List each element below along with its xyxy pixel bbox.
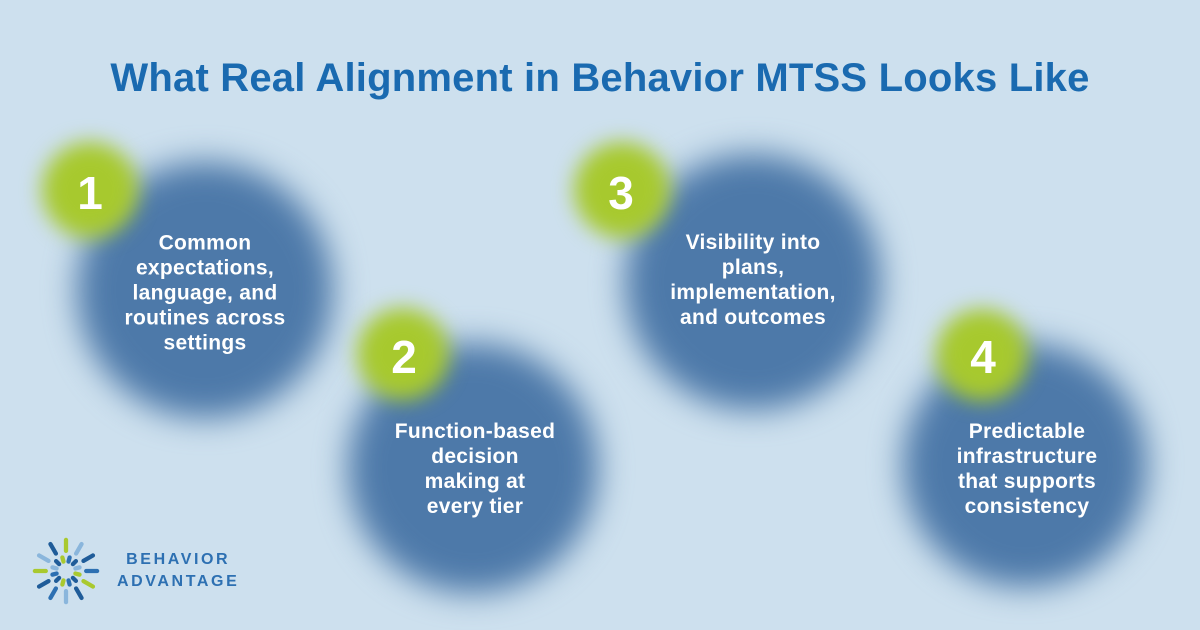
bubble-text-2: Function-based decision making at every …: [394, 420, 556, 518]
number-badge-4: [936, 309, 1028, 401]
number-badge-1: [42, 142, 138, 238]
logo-line2: ADVANTAGE: [117, 573, 240, 590]
bubble-circle-4: [903, 343, 1147, 587]
behavior-advantage-logo: BEHAVIOR ADVANTAGE: [28, 533, 239, 609]
page-title: What Real Alignment in Behavior MTSS Loo…: [110, 56, 1090, 100]
number-badge-2: [357, 308, 449, 400]
starburst-icon: [32, 537, 100, 605]
badge-number-3: 3: [608, 167, 634, 219]
logo-wordmark: BEHAVIOR ADVANTAGE: [117, 549, 239, 594]
bubble-text-3: Visibility into plans, implementation, a…: [670, 231, 836, 329]
bubble-text-1: Common expectations, language, and routi…: [124, 231, 286, 355]
number-badge-3: [574, 142, 670, 238]
badge-number-2: 2: [391, 331, 417, 383]
badge-number-4: 4: [970, 331, 996, 383]
badge-number-1: 1: [77, 167, 103, 219]
logo-line1: BEHAVIOR: [126, 550, 231, 568]
bubble-text-4: Predictable infrastructure that supports…: [956, 420, 1098, 518]
